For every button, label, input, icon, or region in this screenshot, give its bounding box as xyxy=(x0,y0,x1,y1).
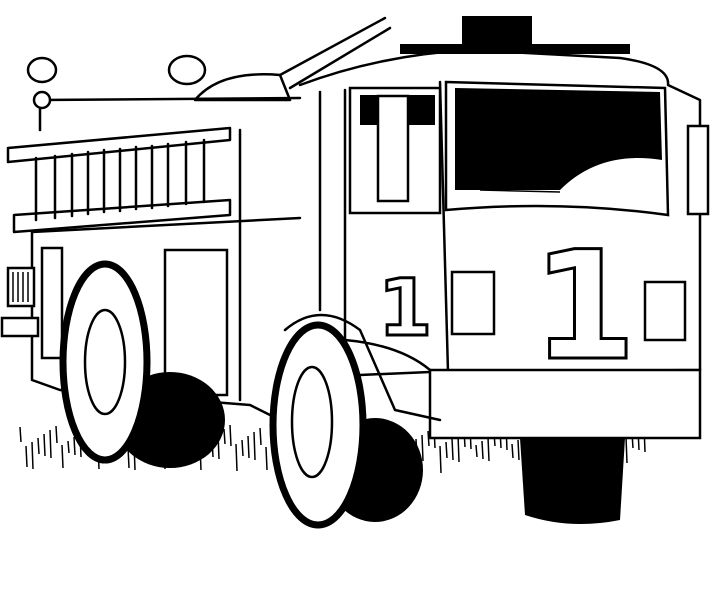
mirror xyxy=(376,94,410,203)
grille-number: 1 xyxy=(532,220,636,394)
hose-nozzle xyxy=(167,16,392,102)
front-right-tire xyxy=(520,438,625,524)
door-number: 1 xyxy=(378,264,432,354)
cab: 1 1 xyxy=(283,16,710,440)
front-bumper xyxy=(428,368,702,440)
headlight-right xyxy=(643,280,687,342)
siren-light xyxy=(462,16,532,46)
wheels xyxy=(59,260,625,529)
ladder xyxy=(6,56,302,234)
side-panel xyxy=(40,246,64,360)
right-mirror xyxy=(686,124,710,216)
rear-light xyxy=(6,266,36,308)
headlight-left xyxy=(450,270,496,336)
